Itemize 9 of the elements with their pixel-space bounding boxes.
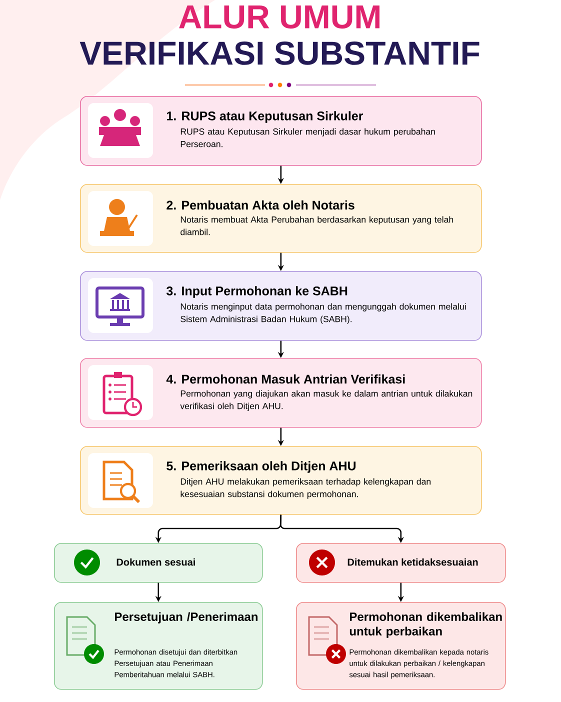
title: VERIFIKASI SUBSTANTIF [80, 42, 480, 65]
outcome-box: Dokumen sesuai [54, 543, 263, 583]
step-card: 2. Pembuatan Akta oleh Notaris Notaris membuat Akta Perubahan berdasarkan keputusan yang telah diambil. [80, 184, 482, 253]
step-card: 4. Permohonan Masuk Antrian Verifikasi Permohonan yang diajukan akan masuk ke dalam antrian untuk dilakukan verifikasi oleh Ditjen AHU. [80, 358, 482, 428]
title: ALUR UMUM [179, 6, 380, 29]
step-card: 1. RUPS atau Keputusan Sirkuler RUPS atau Keputusan Sirkuler menjadi dasar hukum perubahan Perseroan. [80, 96, 482, 166]
step-card: 5. Pemeriksaan oleh Ditjen AHU Ditjen AHU melakukan pemeriksaan terhadap kelengkapan dan kesesuaian substansi dokumen permohonan. [80, 446, 482, 515]
step-card: 3. Input Permohonan ke SABH Notaris menginput data permohonan dan mengunggah dokumen melalui Sistem Administrasi Badan Hukum (SABH). [80, 271, 482, 341]
outcome-box: Ditemukan ketidaksesuaian [296, 543, 506, 583]
